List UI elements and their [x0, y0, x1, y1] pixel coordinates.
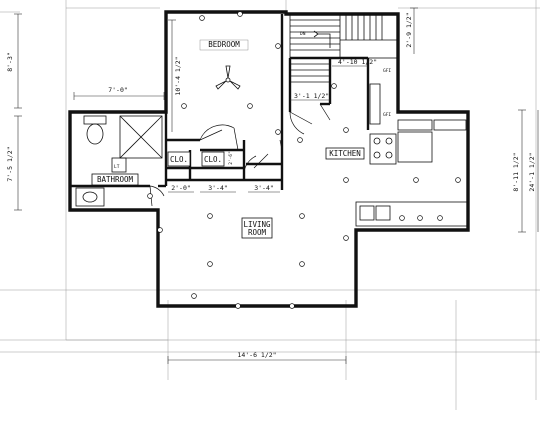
bedroom-height-dimension: [168, 19, 176, 132]
dim-bath-width: 7'-0": [108, 86, 128, 94]
bedroom-label-box: [199, 39, 249, 51]
left-dimensions: [14, 13, 22, 211]
stair-down-label: DN: [300, 31, 306, 37]
dim-bedroom-height: 10'-4 1/2": [174, 56, 182, 95]
dim-hall: 3'-1 1/2": [294, 92, 329, 100]
dim-closet-a: 3'-4": [208, 184, 228, 192]
gfi-label-2: GFI: [383, 112, 391, 118]
right-dimensions: [410, 7, 539, 233]
dim-stair-top: 2'-9 1/2": [405, 12, 413, 47]
kitchen-fixtures: [355, 83, 469, 227]
living-room-label-box: [241, 217, 273, 239]
bath-fixture-tag: LT: [114, 164, 120, 170]
ceiling-fan-icon: [215, 65, 241, 90]
gfi-label-1: GFI: [383, 68, 391, 74]
bedroom-label: BEDROOM: [208, 40, 240, 49]
dim-left-top: 8'-3": [6, 52, 14, 72]
kitchen-label-box: [325, 147, 365, 160]
dim-stair-width: 4'-10 1/2": [338, 58, 377, 66]
bathroom-label: BATHROOM: [97, 175, 134, 184]
closet-left-box: [167, 151, 191, 167]
dim-right-outer: 24'-1 1/2": [528, 152, 536, 191]
stairs: [289, 13, 399, 83]
door-swings: [149, 103, 331, 207]
dim-left-mid: 7'-5 1/2": [6, 146, 14, 181]
dim-closet-c: 2'-6": [228, 151, 234, 165]
dim-door-a: 2'-0": [171, 184, 191, 192]
dim-bottom: 14'-6 1/2": [237, 351, 276, 359]
living-room-label-2: ROOM: [248, 228, 267, 237]
stair-arrow: [313, 30, 331, 48]
dim-right-inner: 8'-11 1/2": [512, 152, 520, 191]
bath-width-dimension: [73, 92, 165, 100]
guide-lines: [0, 0, 540, 410]
bathroom-fixtures: [75, 115, 163, 207]
dim-closet-b: 3'-4": [254, 184, 274, 192]
exterior-walls: [68, 10, 470, 308]
kitchen-label: KITCHEN: [329, 149, 361, 158]
closet-right-label: CLO.: [204, 155, 222, 164]
living-room-label-1: LIVING: [243, 220, 271, 229]
bathroom-label-box: [91, 173, 139, 186]
electrical-symbols: [147, 11, 461, 309]
closet-left-label: CLO.: [170, 155, 188, 164]
bottom-dimension: [167, 356, 347, 364]
closet-right-box: [201, 151, 225, 167]
